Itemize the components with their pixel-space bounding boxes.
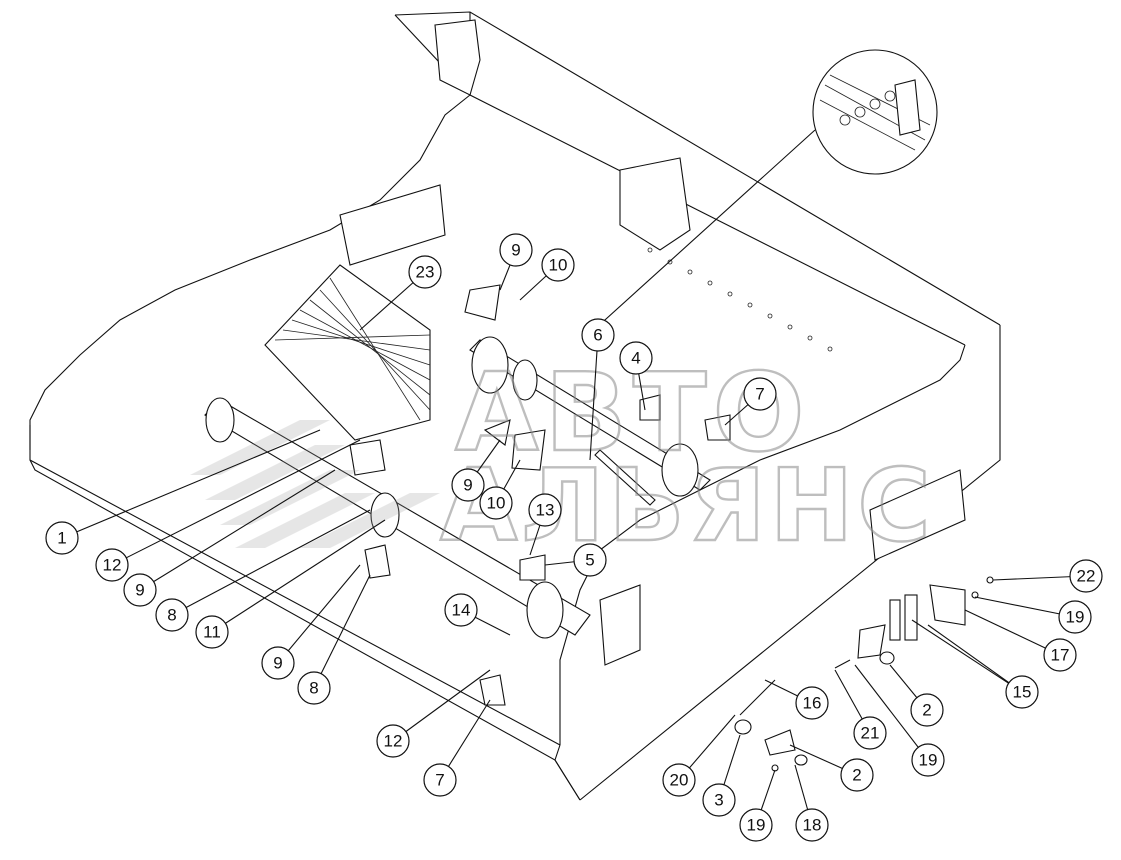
svg-text:10: 10 xyxy=(549,256,568,275)
callout-9-mid: 9 xyxy=(451,468,485,502)
shafts xyxy=(204,336,711,639)
callout-18: 18 xyxy=(795,808,829,842)
svg-text:2: 2 xyxy=(852,766,861,785)
callout-6: 6 xyxy=(581,318,615,352)
callout-19-right: 19 xyxy=(911,743,945,777)
callout-9-top: 9 xyxy=(499,233,533,267)
callout-19-bottom: 19 xyxy=(739,808,773,842)
svg-text:9: 9 xyxy=(463,476,472,495)
callout-21: 21 xyxy=(853,716,887,750)
callout-19-top-right: 19 xyxy=(1058,600,1092,634)
svg-text:23: 23 xyxy=(416,263,435,282)
callout-16: 16 xyxy=(795,686,829,720)
callout-22: 22 xyxy=(1069,559,1103,593)
svg-text:6: 6 xyxy=(593,326,602,345)
callout-23: 23 xyxy=(408,255,442,289)
svg-text:18: 18 xyxy=(803,816,822,835)
callout-7-lower: 7 xyxy=(423,763,457,797)
callout-9-lower: 9 xyxy=(261,646,295,680)
frame-hole-row xyxy=(647,247,833,352)
svg-text:7: 7 xyxy=(755,385,764,404)
svg-text:2: 2 xyxy=(922,701,931,720)
svg-text:8: 8 xyxy=(167,606,176,625)
callout-7-upper: 7 xyxy=(743,377,777,411)
chain-detail-inset xyxy=(584,49,938,339)
svg-text:17: 17 xyxy=(1051,646,1070,665)
svg-text:4: 4 xyxy=(631,349,640,368)
svg-text:7: 7 xyxy=(435,771,444,790)
watermark-logo xyxy=(190,420,440,548)
watermark-line2: АЛЬЯНС xyxy=(440,447,935,564)
svg-text:21: 21 xyxy=(861,724,880,743)
svg-text:11: 11 xyxy=(203,623,221,642)
svg-text:10: 10 xyxy=(487,494,506,513)
callout-4: 4 xyxy=(619,341,653,375)
callout-14: 14 xyxy=(444,593,478,627)
callout-8-lower: 8 xyxy=(297,671,331,705)
roller-grate xyxy=(264,264,431,441)
svg-text:9: 9 xyxy=(273,654,282,673)
svg-text:9: 9 xyxy=(511,241,520,260)
callout-5: 5 xyxy=(573,543,607,577)
watermark: АВТО АЛЬЯНС xyxy=(190,350,935,565)
svg-text:13: 13 xyxy=(536,501,555,520)
svg-text:19: 19 xyxy=(1066,608,1085,627)
callout-3: 3 xyxy=(702,783,736,817)
svg-text:19: 19 xyxy=(919,751,938,770)
callout-2-right: 2 xyxy=(910,693,944,727)
svg-text:20: 20 xyxy=(670,771,689,790)
callout-12-lower: 12 xyxy=(376,724,410,758)
svg-text:3: 3 xyxy=(714,791,723,810)
callout-1: 1 xyxy=(45,521,79,555)
svg-text:16: 16 xyxy=(803,694,822,713)
svg-text:5: 5 xyxy=(585,551,594,570)
callout-20: 20 xyxy=(662,763,696,797)
svg-text:1: 1 xyxy=(57,529,66,548)
svg-text:19: 19 xyxy=(747,816,766,835)
callout-10-top: 10 xyxy=(541,248,575,282)
callout-10-mid: 10 xyxy=(479,486,513,520)
svg-text:12: 12 xyxy=(103,556,122,575)
svg-text:22: 22 xyxy=(1077,567,1096,586)
svg-text:15: 15 xyxy=(1013,683,1032,702)
callout-2-bottom: 2 xyxy=(840,758,874,792)
callout-17: 17 xyxy=(1043,638,1077,672)
callout-8-left: 8 xyxy=(155,598,189,632)
svg-text:12: 12 xyxy=(384,732,403,751)
frame-outline xyxy=(29,11,1001,801)
svg-text:8: 8 xyxy=(309,679,318,698)
callout-15: 15 xyxy=(1005,675,1039,709)
callout-9-left: 9 xyxy=(123,573,157,607)
callout-13: 13 xyxy=(528,493,562,527)
svg-text:9: 9 xyxy=(135,581,144,600)
loose-parts xyxy=(349,284,994,772)
svg-text:14: 14 xyxy=(452,601,471,620)
callout-11: 11 xyxy=(195,615,229,649)
callout-12-left: 12 xyxy=(95,548,129,582)
